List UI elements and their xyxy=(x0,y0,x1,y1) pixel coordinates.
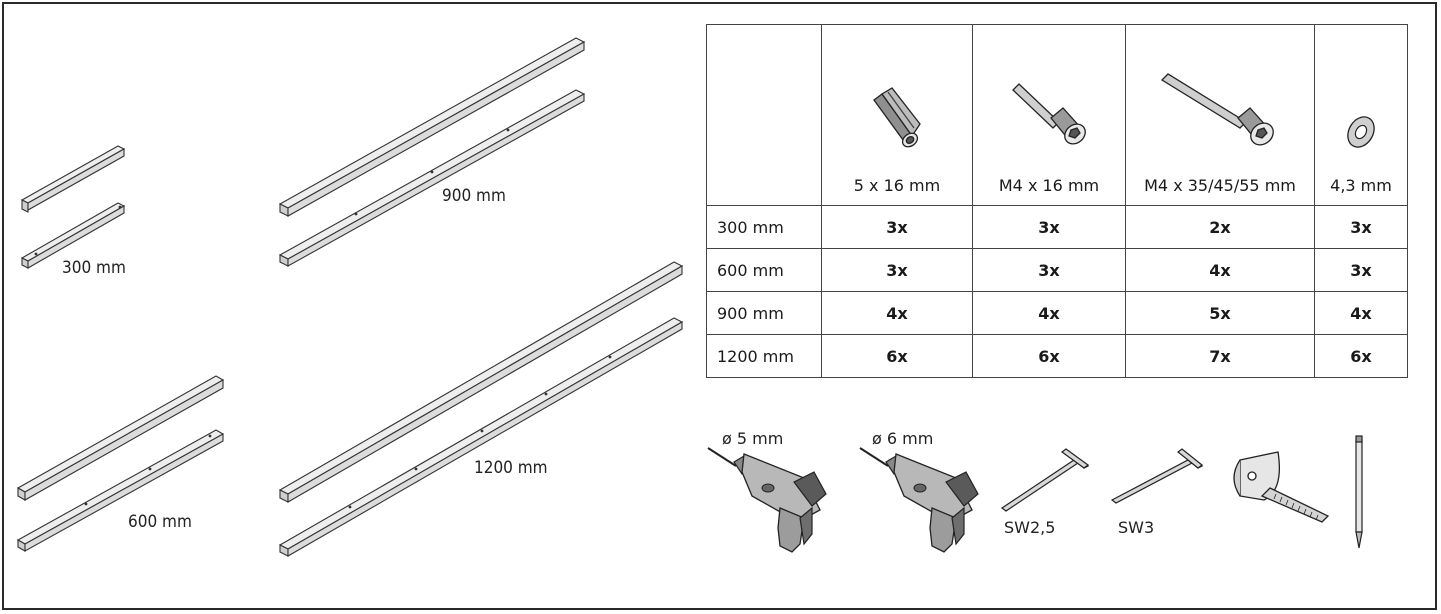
rail-900-lower xyxy=(278,89,586,267)
count-cell: 4x xyxy=(821,291,973,335)
drill-6-label: ø 6 mm xyxy=(872,429,934,448)
count-cell: 5x xyxy=(1125,291,1315,335)
rails-illustration xyxy=(16,37,684,557)
hardware-table: 5 x 16 mm M4 x 16 mm xyxy=(706,24,1408,378)
long-screw-label: M4 x 35/45/55 mm xyxy=(1144,176,1296,195)
count-cell: 6x xyxy=(972,334,1126,378)
column-anchor-sleeve: 5 x 16 mm xyxy=(821,24,973,206)
column-long-screw: M4 x 35/45/55 mm xyxy=(1125,24,1315,206)
long-screw-icon xyxy=(1160,73,1274,146)
table-row: 600 mm 3x 3x 4x 3x xyxy=(706,248,1408,292)
count-cell: 3x xyxy=(821,205,973,249)
count-cell: 6x xyxy=(1314,334,1408,378)
table-row: 1200 mm 6x 6x 7x 6x xyxy=(706,334,1408,378)
column-short-screw: M4 x 16 mm xyxy=(972,24,1126,206)
rail-1200-upper xyxy=(278,261,684,503)
count-cell: 3x xyxy=(1314,248,1408,292)
washer-icon xyxy=(1347,116,1375,148)
anchor-sleeve-icon xyxy=(873,87,921,148)
count-cell: 6x xyxy=(821,334,973,378)
rail-600-upper xyxy=(16,375,225,501)
count-cell: 7x xyxy=(1125,334,1315,378)
short-screw-icon xyxy=(1012,83,1086,145)
rail-600-lower xyxy=(16,429,225,552)
count-cell: 3x xyxy=(1314,205,1408,249)
count-cell: 4x xyxy=(1125,248,1315,292)
table-corner-cell xyxy=(706,24,822,206)
table-row: 900 mm 4x 4x 5x 4x xyxy=(706,291,1408,335)
rail-label-300: 300 mm xyxy=(62,258,126,278)
rail-label-900: 900 mm xyxy=(442,186,506,206)
row-length: 900 mm xyxy=(706,291,822,335)
rail-label-600: 600 mm xyxy=(128,512,192,532)
row-length: 600 mm xyxy=(706,248,822,292)
anchor-sleeve-label: 5 x 16 mm xyxy=(853,176,941,195)
count-cell: 3x xyxy=(821,248,973,292)
count-cell: 3x xyxy=(972,248,1126,292)
rail-1200-lower xyxy=(278,317,684,557)
count-cell: 3x xyxy=(972,205,1126,249)
washer-label: 4,3 mm xyxy=(1330,176,1392,195)
rail-300-upper xyxy=(20,145,126,213)
count-cell: 4x xyxy=(972,291,1126,335)
count-cell: 4x xyxy=(1314,291,1408,335)
count-cell: 2x xyxy=(1125,205,1315,249)
hex-key-3-label: SW3 xyxy=(1118,518,1155,537)
rail-900-upper xyxy=(278,37,586,217)
short-screw-label: M4 x 16 mm xyxy=(998,176,1100,195)
row-length: 1200 mm xyxy=(706,334,822,378)
column-washer: 4,3 mm xyxy=(1314,24,1408,206)
table-row: 300 mm 3x 3x 2x 3x xyxy=(706,205,1408,249)
drill-5-label: ø 5 mm xyxy=(722,429,784,448)
rail-300-lower xyxy=(20,202,126,269)
row-length: 300 mm xyxy=(706,205,822,249)
hex-key-25-label: SW2,5 xyxy=(1004,518,1056,537)
rail-label-1200: 1200 mm xyxy=(474,458,548,478)
